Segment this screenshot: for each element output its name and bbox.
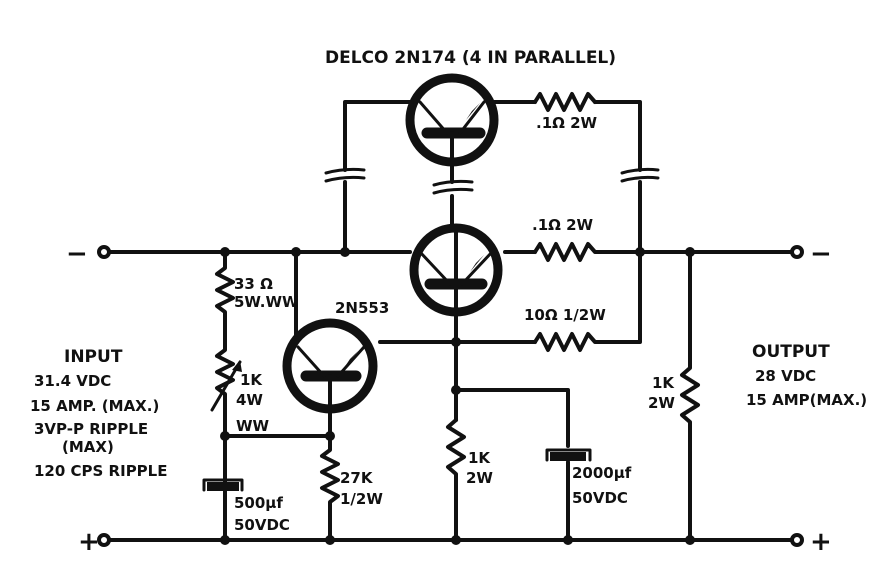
output-line: 15 AMP(MAX.) [746,391,867,409]
driver-transistor-2n553 [282,250,378,438]
input-line: 3VP-P RIPPLE [34,420,148,438]
input-line: 15 AMP. (MAX.) [30,397,159,415]
capacitor-2000uf-voltage: 50VDC [572,489,628,507]
resistor-lower-emitter-label: .1Ω 2W [532,216,594,234]
resistor-upper-emitter [533,92,597,112]
input-positive-terminal[interactable] [97,533,111,547]
resistor-lower-emitter [533,242,602,262]
input-negative-sign: − [66,239,88,269]
resistor-10-ohm [533,250,642,352]
resistor-1k-mid-power: 2W [466,469,493,487]
upper-loop [343,100,642,254]
potentiometer-power: 4W [236,391,263,409]
capacitor-500uf [202,478,244,492]
resistor-1k-output-power: 2W [648,394,675,412]
resistor-1k-output [680,250,700,542]
input-spec: INPUT 31.4 VDC 15 AMP. (MAX.) 3VP-P RIPP… [30,347,167,480]
resistor-27k-value: 27K [340,469,374,487]
output-positive-terminal[interactable] [790,533,804,547]
resistor-1k-mid-value: 1K [468,449,491,467]
schematic-title: DELCO 2N174 (4 IN PARALLEL) [325,48,616,68]
resistor-33-ohm-value: 33 Ω [234,275,273,293]
driver-transistor-label: 2N553 [335,299,389,317]
resistor-upper-emitter-label: .1Ω 2W [536,114,598,132]
input-line: 120 CPS RIPPLE [34,462,167,480]
output-line: 28 VDC [755,367,816,385]
resistor-33-ohm-rating: 5W.WW [234,293,299,311]
upper-pass-transistor [405,73,499,184]
output-negative-sign: − [810,239,832,269]
capacitor-500uf-voltage: 50VDC [234,516,290,534]
input-line: 31.4 VDC [34,372,111,390]
input-negative-terminal[interactable] [97,245,111,259]
resistor-33-ohm [215,250,235,342]
input-heading: INPUT [64,347,123,367]
capacitor-2000uf [545,448,592,542]
resistor-27k [320,434,340,542]
capacitor-2000uf-value: 2000μf [572,464,632,482]
output-spec: OUTPUT 28 VDC 15 AMP(MAX.) [746,342,867,409]
capacitor-500uf-value: 500μf [234,494,283,512]
input-line: (MAX) [62,438,114,456]
wire-break-marks [324,167,660,195]
output-positive-sign: + [810,527,832,557]
resistor-10-ohm-label: 10Ω 1/2W [524,306,606,324]
output-negative-terminal[interactable] [790,245,804,259]
lower-pass-transistor [409,223,503,344]
resistor-1k-output-value: 1K [652,374,675,392]
resistor-1k-mid [446,418,466,542]
input-positive-sign: + [78,527,100,557]
potentiometer-value: 1K [240,371,263,389]
resistor-27k-power: 1/2W [340,490,383,508]
potentiometer-type: WW [236,417,270,435]
output-heading: OUTPUT [752,342,830,362]
junction-dots [220,247,695,545]
